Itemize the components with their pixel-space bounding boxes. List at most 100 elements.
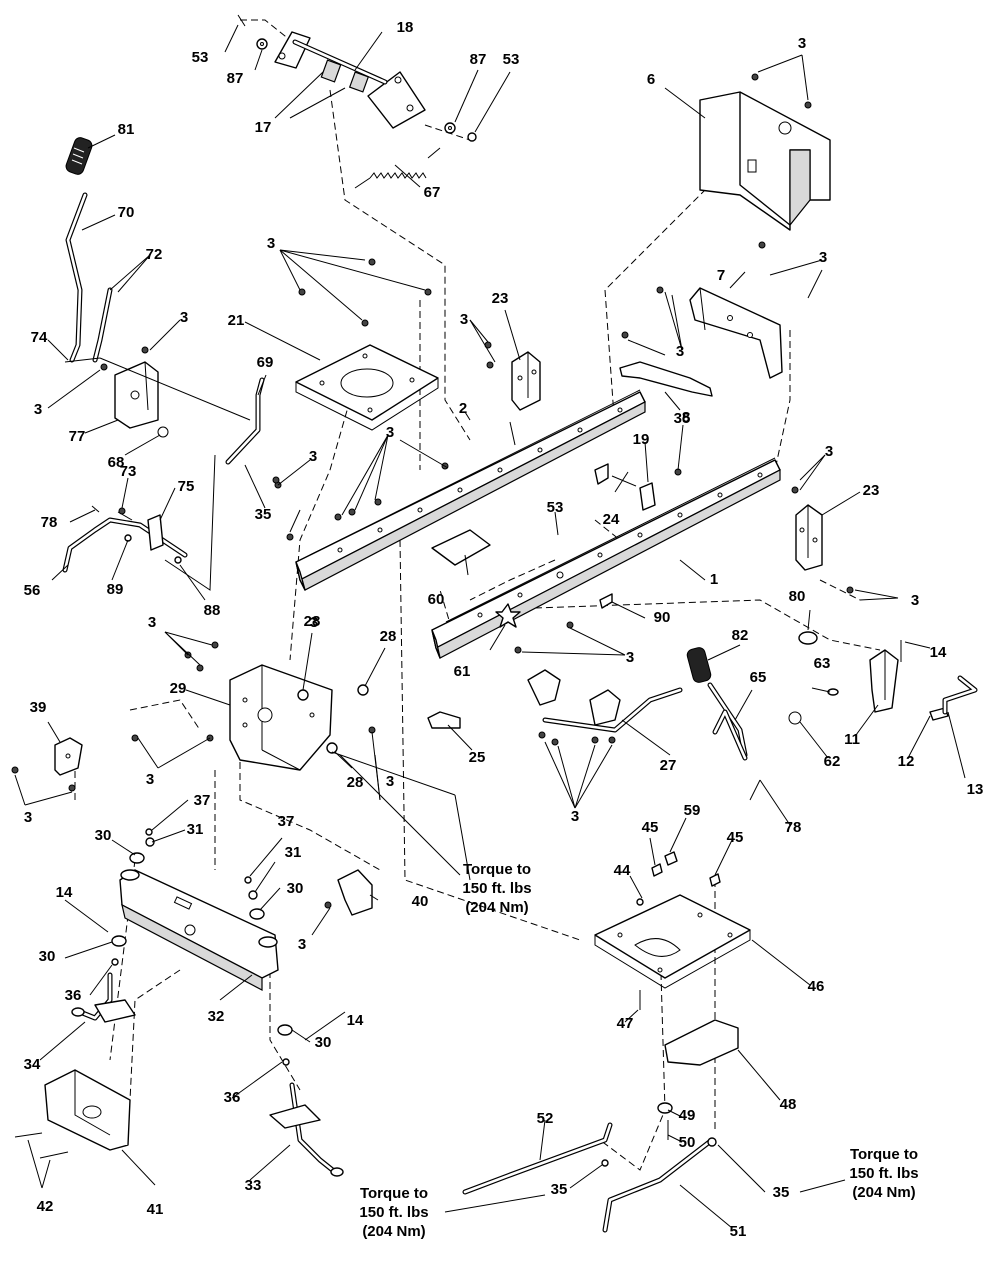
label-89: 89: [107, 581, 124, 598]
spindle-left: [71, 972, 136, 1023]
label-28-a: 28: [304, 613, 321, 630]
pedal-bracket: [869, 640, 978, 721]
label-13: 13: [967, 781, 984, 798]
label-41: 41: [147, 1201, 164, 1218]
svg-text:(204 Nm): (204 Nm): [852, 1184, 915, 1201]
label-44: 44: [614, 862, 631, 879]
label-14-b: 14: [56, 884, 73, 901]
label-28-c: 28: [347, 774, 364, 791]
label-68: 68: [108, 454, 125, 471]
label-80: 80: [789, 588, 806, 605]
label-23-b: 23: [863, 482, 880, 499]
label-11: 11: [844, 731, 860, 748]
torque-note-center: Torque to 150 ft. lbs (204 Nm): [462, 861, 531, 916]
label-70: 70: [118, 204, 135, 221]
label-8: 8: [682, 409, 690, 426]
label-39: 39: [30, 699, 47, 716]
svg-text:(204 Nm): (204 Nm): [362, 1223, 425, 1240]
label-3-k: 3: [911, 592, 919, 609]
svg-text:(204 Nm): (204 Nm): [465, 899, 528, 916]
lever-pivot-bracket: [114, 361, 159, 429]
label-88: 88: [204, 602, 221, 619]
label-65: 65: [750, 669, 767, 686]
label-6: 6: [647, 71, 655, 88]
label-61: 61: [454, 663, 471, 680]
label-37-a: 37: [194, 792, 211, 809]
label-50: 50: [679, 1134, 696, 1151]
rear-mount-plate: [594, 894, 751, 989]
label-1: 1: [710, 571, 718, 588]
label-14-c: 14: [347, 1012, 364, 1029]
label-2: 2: [459, 400, 467, 417]
label-42: 42: [37, 1198, 54, 1215]
label-35-b: 35: [255, 506, 272, 523]
label-3-c: 3: [34, 401, 42, 418]
mount-plate: [295, 344, 439, 431]
label-29: 29: [170, 680, 187, 697]
front-axle: [119, 869, 279, 991]
label-60: 60: [428, 591, 445, 608]
svg-text:Torque to: Torque to: [360, 1185, 428, 1202]
spindle-right: [269, 1082, 344, 1177]
label-30-a: 30: [95, 827, 112, 844]
label-17: 17: [255, 119, 272, 136]
label-67: 67: [424, 184, 441, 201]
stabilizer-bar-51: [602, 1137, 717, 1233]
label-3-i: 3: [825, 443, 833, 460]
label-47: 47: [617, 1015, 634, 1032]
label-12: 12: [898, 753, 915, 770]
label-90: 90: [654, 609, 671, 626]
label-25: 25: [469, 749, 486, 766]
pivot-bracket-assembly: [274, 31, 426, 129]
label-24: 24: [603, 511, 620, 528]
svg-text:150 ft. lbs: 150 ft. lbs: [359, 1204, 428, 1221]
bolt-90: [599, 593, 613, 609]
label-3-n: 3: [626, 649, 634, 666]
label-3-f: 3: [819, 249, 827, 266]
label-3-g: 3: [676, 343, 684, 360]
shaft-assembly-27: [527, 669, 683, 733]
lever-clip: [157, 426, 169, 438]
label-30-d: 30: [315, 1034, 332, 1051]
washers-and-pins: [237, 14, 477, 142]
label-78-b: 78: [785, 819, 802, 836]
bushings: [111, 828, 293, 1066]
label-53-top: 53: [192, 49, 209, 66]
assembly-guide-lines: [74, 19, 881, 1171]
label-35-d: 35: [773, 1184, 790, 1201]
label-51: 51: [730, 1223, 747, 1240]
label-3-o: 3: [146, 771, 154, 788]
rear-shield: [664, 1019, 739, 1066]
label-53-mid: 53: [547, 499, 564, 516]
label-82: 82: [732, 627, 749, 644]
heat-shield: [431, 529, 491, 566]
label-3-a: 3: [798, 35, 806, 52]
label-69: 69: [257, 354, 274, 371]
label-32: 32: [208, 1008, 225, 1025]
label-87-left: 87: [227, 70, 244, 87]
label-49: 49: [679, 1107, 696, 1124]
label-45-a: 45: [642, 819, 659, 836]
deck-lift-lever: [686, 647, 761, 801]
disc-80: [798, 631, 818, 645]
plate-hardware: [636, 851, 721, 1010]
label-77: 77: [69, 428, 86, 445]
label-7: 7: [717, 267, 725, 284]
label-14-a: 14: [930, 644, 947, 661]
label-30-b: 30: [287, 880, 304, 897]
frame-rail-left: [295, 389, 646, 591]
torque-note-bottom-right: Torque to 150 ft. lbs (204 Nm): [849, 1146, 918, 1201]
label-46: 46: [808, 978, 825, 995]
label-36-b: 36: [224, 1089, 241, 1106]
axle-mount-plate: [14, 1069, 131, 1159]
stabilizer-bar-52: [462, 1122, 613, 1195]
label-78-a: 78: [41, 514, 58, 531]
rail-clip: [594, 463, 656, 511]
label-3-p: 3: [386, 773, 394, 790]
leader-lines: [14, 24, 966, 1229]
label-72: 72: [146, 246, 163, 263]
label-56: 56: [24, 582, 41, 599]
axle-support-bracket: [229, 664, 369, 771]
label-3-e: 3: [460, 311, 468, 328]
